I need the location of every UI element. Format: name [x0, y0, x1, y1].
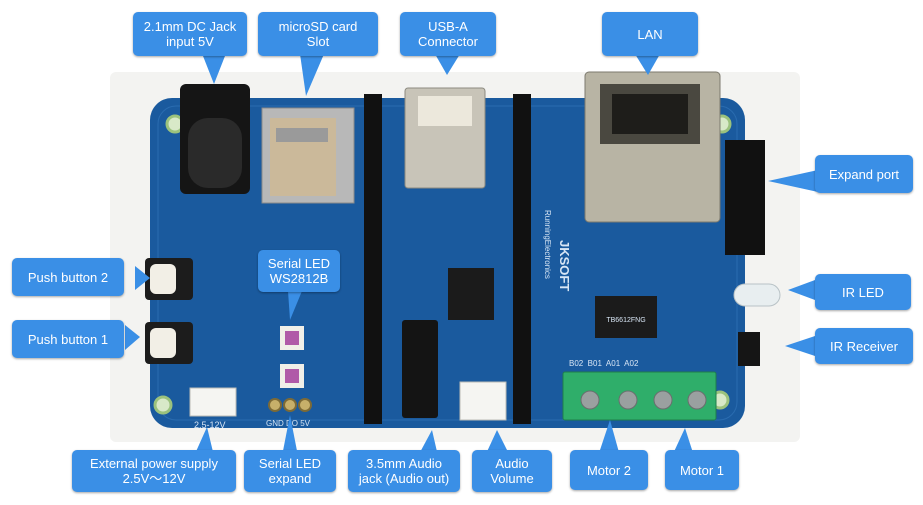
- callout-microsd: microSD card Slot: [258, 12, 378, 56]
- callout-audio-jack: 3.5mm Audio jack (Audio out): [348, 450, 460, 492]
- pointer-arrows: [125, 54, 818, 456]
- callout-expand-port-text: Expand port: [828, 166, 900, 182]
- callout-lan-text: LAN: [637, 26, 663, 42]
- callout-lan: LAN: [602, 12, 698, 56]
- callout-motor-1-text: Motor 1: [679, 462, 725, 478]
- callout-serial-led-text: Serial LED WS2812B: [267, 256, 331, 286]
- chip-u4-label: TB6612FNG: [606, 317, 645, 324]
- serial-leds: [280, 326, 304, 388]
- maker-silkscreen: RunningElectronics: [543, 210, 552, 279]
- callout-expand-port: Expand port: [815, 155, 913, 193]
- lan-jack: [584, 71, 721, 223]
- power-connector: [189, 387, 237, 417]
- callout-ir-led-text: IR LED: [842, 284, 884, 300]
- callout-push-button-1: Push button 1: [12, 320, 124, 358]
- callout-serial-led: Serial LED WS2812B: [258, 250, 340, 292]
- callout-dc-jack-text: 2.1mm DC Jack input 5V: [143, 19, 237, 49]
- expand-port-header: [725, 140, 765, 255]
- pin-header-left: [364, 94, 382, 424]
- callout-push-button-2: Push button 2: [12, 258, 124, 296]
- callout-push-button-1-text: Push button 1: [27, 331, 109, 347]
- callout-ir-receiver-text: IR Receiver: [830, 338, 898, 354]
- callout-push-button-2-text: Push button 2: [27, 269, 109, 285]
- callout-usb-a-text: USB-A Connector: [418, 19, 478, 49]
- callout-motor-1: Motor 1: [665, 450, 739, 490]
- callout-external-power: External power supply 2.5V～12V: [72, 450, 236, 492]
- motor-terminals-silkscreen: B02 B01 A01 A02: [569, 359, 639, 368]
- volume-connector: [459, 381, 507, 421]
- callout-audio-volume-text: Audio Volume: [490, 456, 534, 486]
- microsd-slot: [261, 107, 355, 204]
- callout-serial-led-expand: Serial LED expand: [244, 450, 336, 492]
- callout-ir-led: IR LED: [815, 274, 911, 310]
- ir-led-part: [733, 283, 781, 307]
- motor-terminal-block: [562, 371, 717, 421]
- callout-serial-led-expand-text: Serial LED expand: [258, 456, 322, 486]
- callout-audio-jack-text: 3.5mm Audio jack (Audio out): [358, 456, 450, 486]
- callout-audio-volume: Audio Volume: [472, 450, 552, 492]
- power-range-silkscreen: 2.5-12V: [194, 420, 226, 430]
- pin-header-right: [513, 94, 531, 424]
- callout-motor-2: Motor 2: [570, 450, 648, 490]
- led-pins-silkscreen: GND DO 5V: [266, 419, 311, 428]
- brand-silkscreen: JKSOFT: [557, 240, 572, 291]
- push-button-2-part: [145, 258, 193, 300]
- callout-microsd-text: microSD card Slot: [278, 19, 358, 49]
- dc-jack: [180, 84, 250, 194]
- motor-driver-chip: TB6612FNG: [595, 296, 657, 338]
- led-expand-pins: [268, 398, 312, 412]
- push-button-1-part: [145, 322, 193, 364]
- audio-jack: [402, 320, 438, 418]
- usb-a-connector: [404, 87, 486, 189]
- callout-usb-a: USB-A Connector: [400, 12, 496, 56]
- callout-motor-2-text: Motor 2: [586, 462, 632, 478]
- chip-u5: [448, 268, 494, 320]
- callout-ir-receiver: IR Receiver: [815, 328, 913, 364]
- callout-external-power-text: External power supply 2.5V～12V: [90, 456, 218, 486]
- ir-receiver-part: [738, 332, 760, 366]
- callout-dc-jack: 2.1mm DC Jack input 5V: [133, 12, 247, 56]
